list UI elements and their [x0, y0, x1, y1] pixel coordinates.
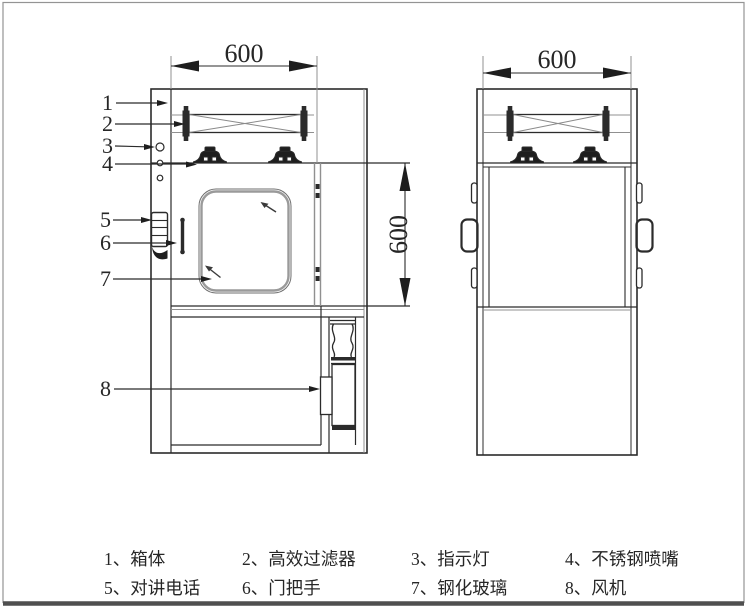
fan-unit: [319, 363, 356, 430]
callout-2-number: 2: [102, 111, 113, 136]
dim-side-width: 600: [482, 45, 632, 89]
legend-item-6: 6、门把手: [242, 578, 321, 598]
side-cabinet-structure: [476, 88, 638, 456]
filter-clamp-icon: [506, 106, 514, 141]
flexible-duct: [330, 319, 355, 365]
legend-item-7: 7、钢化玻璃: [411, 578, 507, 598]
filter-clamp-icon: [300, 106, 308, 141]
legend-item-3: 3、指示灯: [411, 549, 490, 569]
phone-handset-icon: [152, 246, 168, 260]
callout-leaders: 1 2 3 4 5 6 7 8: [100, 90, 320, 401]
hepa-filter-front: [171, 106, 314, 141]
dim-side-width-value: 600: [538, 45, 577, 74]
nozzles-front: [193, 146, 302, 164]
nozzle-icon: [573, 146, 607, 164]
intercom-phone: [150, 211, 169, 260]
callout-6-number: 6: [100, 230, 111, 255]
legend-item-5: 5、对讲电话: [104, 578, 200, 598]
callout-1-number: 1: [102, 90, 113, 115]
filter-clamp-icon: [602, 106, 610, 141]
callout-7: 7: [100, 266, 212, 291]
callout-2: 2: [102, 111, 185, 136]
dim-front-width: 600: [171, 39, 317, 72]
callout-3: 3: [102, 133, 155, 158]
side-door-hardware: [460, 182, 654, 289]
hepa-filter-side: [483, 106, 631, 141]
dim-door-height-value: 600: [384, 215, 413, 254]
nozzles-side: [510, 146, 607, 164]
callout-4-number: 4: [102, 151, 113, 176]
side-view: [460, 88, 654, 456]
hinge-icon: [635, 267, 643, 289]
legend-item-2: 2、高效过滤器: [242, 549, 356, 569]
fan-motor: [319, 376, 333, 416]
front-view: [150, 56, 410, 454]
door-frame-front: [313, 163, 322, 306]
callout-8: 8: [100, 376, 320, 401]
callout-3-number: 3: [102, 133, 113, 158]
filter-clamp-icon: [182, 106, 190, 141]
callout-7-number: 7: [100, 266, 111, 291]
parts-legend: 1、箱体 2、高效过滤器 3、指示灯 4、不锈钢喷嘴 5、对讲电话 6、门把手 …: [104, 549, 679, 598]
hinge-icon: [635, 182, 643, 204]
callout-6: 6: [100, 230, 177, 255]
nozzle-icon: [510, 146, 544, 164]
callout-5-number: 5: [100, 207, 111, 232]
door-handle-left: [460, 218, 479, 253]
nozzle-icon: [268, 146, 302, 164]
legend-item-1: 1、箱体: [104, 549, 166, 569]
door-handle-front: [180, 217, 185, 255]
tempered-glass-window: [198, 188, 292, 294]
legend-item-8: 8、风机: [565, 578, 627, 598]
dim-front-width-value: 600: [225, 39, 264, 68]
nozzle-icon: [193, 146, 227, 164]
blower-duct-column: [319, 317, 357, 453]
door-handle-right: [635, 218, 654, 253]
indicator-lights: [155, 142, 165, 182]
callout-1: 1: [102, 90, 168, 115]
callout-5: 5: [100, 207, 152, 232]
callout-8-number: 8: [100, 376, 111, 401]
glass-reflection-marks: [205, 202, 277, 279]
hinge-icon: [470, 182, 478, 204]
dim-door-height: 600: [384, 163, 413, 306]
hinge-icon: [470, 267, 478, 289]
legend-item-4: 4、不锈钢喷嘴: [565, 549, 679, 569]
callout-4: 4: [102, 151, 197, 176]
